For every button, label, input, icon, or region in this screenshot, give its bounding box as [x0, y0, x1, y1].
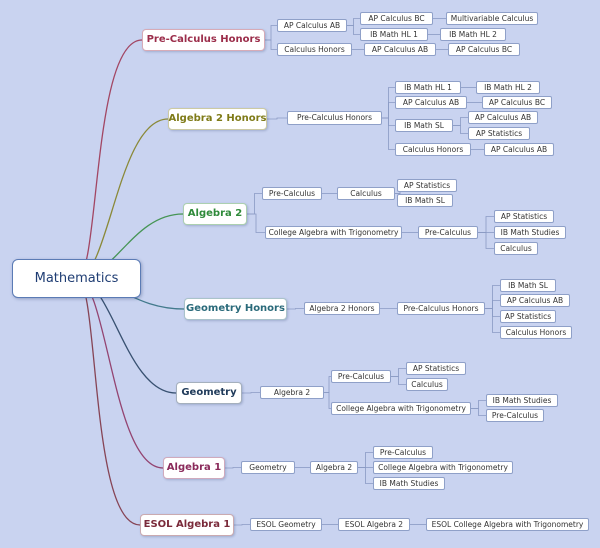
course-node[interactable]: AP Statistics: [500, 310, 556, 323]
connector-line: [324, 376, 331, 393]
connector-line: [485, 308, 500, 333]
connector-line: [478, 232, 494, 249]
course-node[interactable]: Pre-Calculus Honors: [397, 302, 485, 315]
branch-connector: [76, 118, 169, 280]
course-node[interactable]: Calculus Honors: [500, 326, 572, 339]
course-node[interactable]: College Algebra with Trigonometry: [265, 226, 402, 239]
branch-node[interactable]: Algebra 1: [163, 457, 225, 479]
course-node[interactable]: Calculus Honors: [395, 143, 471, 156]
connector-line: [225, 467, 241, 469]
connector-line: [478, 216, 494, 233]
connector-line: [382, 117, 395, 150]
branch-connector: [76, 277, 164, 469]
course-node[interactable]: Pre-Calculus: [331, 370, 391, 383]
branch-node[interactable]: Geometry: [176, 382, 242, 404]
connector-line: [391, 376, 406, 385]
connector-line: [471, 408, 486, 416]
course-node[interactable]: Algebra 2: [310, 461, 358, 474]
course-node[interactable]: ESOL Algebra 2: [338, 518, 410, 531]
course-node[interactable]: AP Calculus AB: [364, 43, 436, 56]
connector-line: [453, 117, 468, 126]
course-node[interactable]: Calculus: [337, 187, 395, 200]
connector-line: [382, 102, 395, 119]
connector-line: [287, 308, 304, 310]
course-node[interactable]: College Algebra with Trigonometry: [373, 461, 513, 474]
course-node[interactable]: IB Math Studies: [373, 477, 445, 490]
connector-line: [265, 25, 277, 41]
branch-connector: [76, 39, 143, 280]
connector-line: [358, 467, 373, 484]
connector-line: [358, 452, 373, 468]
course-node[interactable]: AP Calculus AB: [277, 19, 347, 32]
course-node[interactable]: AP Calculus AB: [468, 111, 538, 124]
branch-node[interactable]: Algebra 2 Honors: [168, 108, 267, 130]
connector-line: [234, 524, 250, 526]
course-node[interactable]: Calculus Honors: [277, 43, 352, 56]
connector-line: [485, 300, 500, 309]
branch-node[interactable]: Algebra 2: [183, 203, 247, 225]
connector-line: [347, 25, 360, 35]
course-node[interactable]: IB Math HL 2: [440, 28, 506, 41]
course-node[interactable]: IB Math HL 1: [395, 81, 461, 94]
course-node[interactable]: Geometry: [241, 461, 295, 474]
branch-connector: [76, 277, 141, 526]
course-node[interactable]: IB Math Studies: [494, 226, 566, 239]
course-node[interactable]: Pre-Calculus: [373, 446, 433, 459]
connector-line: [453, 125, 468, 134]
course-node[interactable]: AP Statistics: [397, 179, 457, 192]
course-node[interactable]: Multivariable Calculus: [446, 12, 538, 25]
connector-line: [247, 193, 262, 215]
course-node[interactable]: AP Statistics: [494, 210, 554, 223]
connector-line: [265, 39, 277, 50]
course-node[interactable]: Pre-Calculus Honors: [287, 111, 382, 125]
connector-line: [247, 213, 265, 233]
course-node[interactable]: AP Calculus AB: [500, 294, 570, 307]
course-node[interactable]: ESOL Geometry: [250, 518, 322, 531]
course-node[interactable]: AP Calculus AB: [484, 143, 554, 156]
course-node[interactable]: IB Math HL 2: [476, 81, 540, 94]
course-node[interactable]: AP Calculus AB: [395, 96, 467, 109]
course-node[interactable]: ESOL College Algebra with Trigonometry: [426, 518, 589, 531]
course-node[interactable]: IB Math Studies: [486, 394, 558, 407]
branch-node[interactable]: Geometry Honors: [184, 298, 287, 320]
connector-line: [242, 392, 260, 394]
root-node-mathematics[interactable]: Mathematics: [12, 259, 141, 298]
course-node[interactable]: IB Math SL: [500, 279, 556, 292]
course-node[interactable]: Pre-Calculus: [262, 187, 322, 200]
course-node[interactable]: Calculus: [406, 378, 448, 391]
course-node[interactable]: AP Statistics: [468, 127, 530, 140]
course-node[interactable]: Pre-Calculus: [418, 226, 478, 239]
course-node[interactable]: AP Calculus BC: [360, 12, 433, 25]
course-node[interactable]: Algebra 2: [260, 386, 324, 399]
connector-line: [391, 368, 406, 377]
connector-line: [324, 392, 331, 409]
course-node[interactable]: College Algebra with Trigonometry: [331, 402, 471, 415]
course-node[interactable]: Calculus: [494, 242, 538, 255]
course-node[interactable]: IB Math SL: [395, 119, 453, 132]
course-node[interactable]: IB Math HL 1: [360, 28, 428, 41]
connector-line: [267, 117, 287, 120]
branch-node[interactable]: Pre-Calculus Honors: [142, 29, 265, 51]
connector-line: [347, 18, 360, 26]
course-node[interactable]: AP Calculus BC: [448, 43, 520, 56]
connector-line: [471, 400, 486, 409]
course-node[interactable]: IB Math SL: [397, 194, 453, 207]
course-node[interactable]: AP Calculus BC: [482, 96, 552, 109]
course-node[interactable]: Algebra 2 Honors: [304, 302, 380, 315]
course-node[interactable]: Pre-Calculus: [486, 409, 544, 422]
course-node[interactable]: AP Statistics: [406, 362, 466, 375]
branch-node[interactable]: ESOL Algebra 1: [140, 514, 234, 536]
